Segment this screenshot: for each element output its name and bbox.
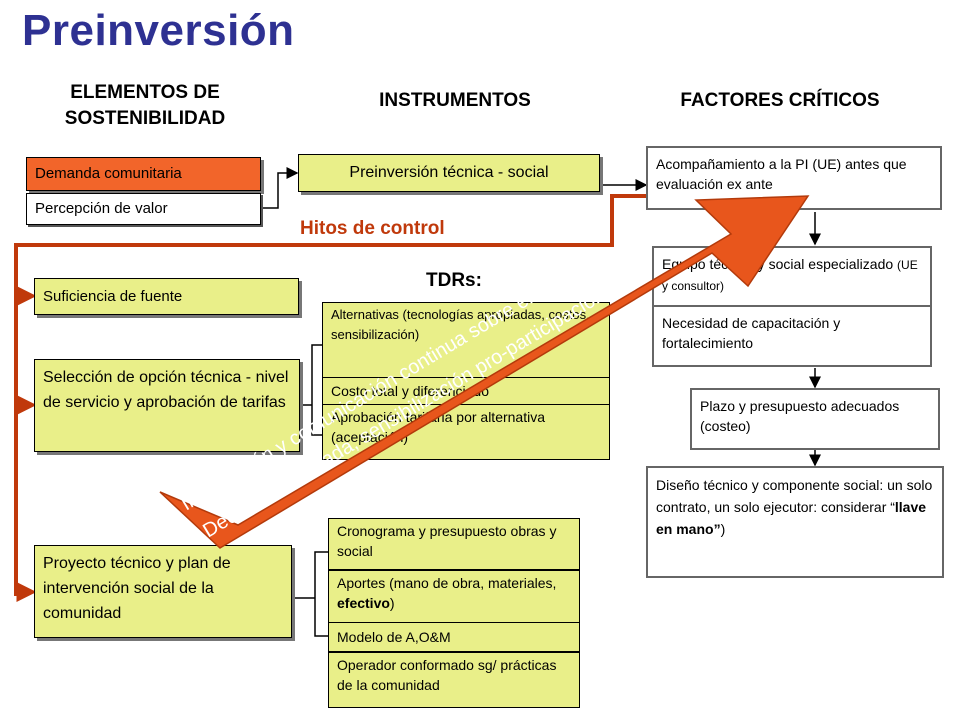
aportes-close: ) (389, 595, 395, 611)
box-seleccion-opcion: Selección de opción técnica - nivel de s… (34, 359, 300, 452)
diseno-text: Diseño técnico y componente social: un s… (656, 477, 933, 515)
column-header-factores: FACTORES CRÍTICOS (680, 90, 880, 111)
page-title: Preinversión (22, 6, 295, 55)
box-diseno-tecnico: Diseño técnico y componente social: un s… (646, 466, 944, 578)
box-operador-conformado: Operador conformado sg/ prácticas de la … (328, 652, 580, 708)
column-header-sostenibilidad: ELEMENTOS DE SOSTENIBILIDAD (64, 82, 226, 129)
box-modelo-aom: Modelo de A,O&M (328, 622, 580, 652)
box-percepcion-valor: Percepción de valor (26, 193, 261, 225)
tdr-bracket (311, 344, 322, 436)
box-plazo-presupuesto: Plazo y presupuesto adecuados (costeo) (690, 388, 940, 450)
box-suficiencia-fuente: Suficiencia de fuente (34, 278, 299, 315)
box-aprobacion-tarifaria: Aprobación tarifaria por alternativa (ac… (322, 404, 610, 460)
box-cronograma-presupuesto: Cronograma y presupuesto obras y social (328, 518, 580, 570)
box-preinversion-tecnica-social: Preinversión técnica - social (298, 154, 600, 192)
box-aportes: Aportes (mano de obra, materiales, efect… (328, 570, 580, 623)
diseno-close: ) (720, 521, 726, 537)
proyecto-bracket (314, 551, 328, 637)
column-header-instrumentos: INSTRUMENTOS (379, 90, 531, 111)
hitos-control-label: Hitos de control (300, 218, 445, 239)
equipo-main-text: Equipo técnico y social especializado (662, 256, 894, 272)
diseno-bold-quote: ” (713, 521, 721, 537)
aportes-bold-text: efectivo (337, 595, 390, 611)
box-capacitacion: Necesidad de capacitación y fortalecimie… (652, 305, 932, 367)
box-acompanamiento: Acompañamiento a la PI (UE) antes que ev… (646, 146, 942, 210)
box-alternativas: Alternativas (tecnologías apropiadas, co… (322, 302, 610, 378)
box-proyecto-tecnico: Proyecto técnico y plan de intervención … (34, 545, 292, 638)
box-equipo-tecnico: Equipo técnico y social especializado (U… (652, 246, 932, 308)
box-costo-total: Costo total y diferenciado (322, 377, 610, 405)
tdrs-label: TDRs: (426, 270, 482, 291)
aportes-text: Aportes (mano de obra, materiales, (337, 575, 557, 591)
box-demanda-comunitaria: Demanda comunitaria (26, 157, 261, 191)
connector-percepcion-preinversion (262, 167, 299, 209)
